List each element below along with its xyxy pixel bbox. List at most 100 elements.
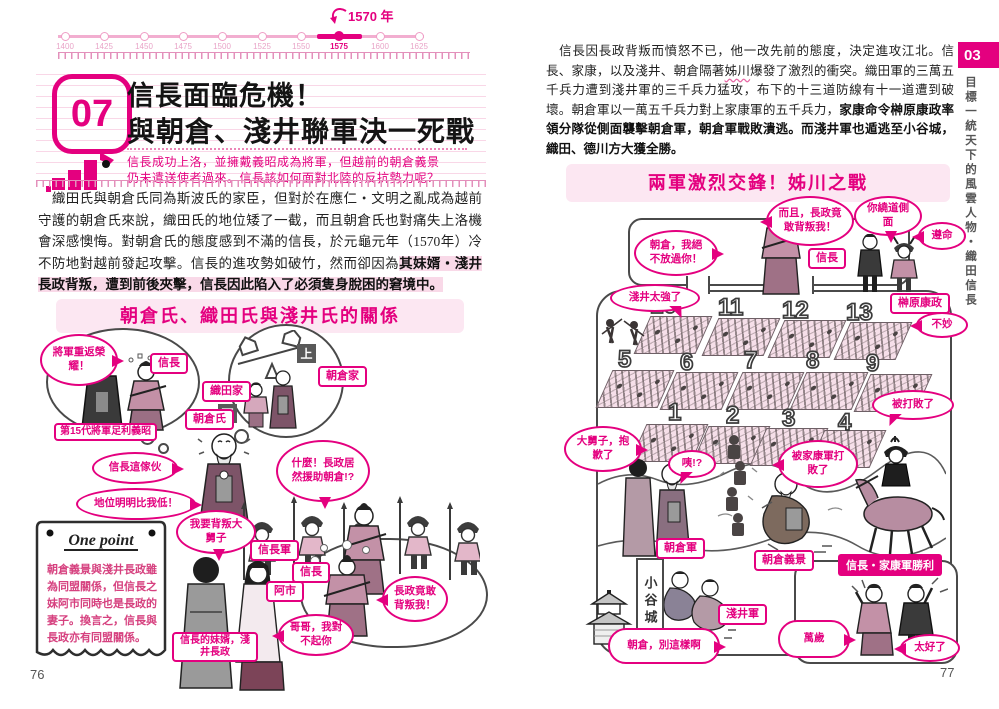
timeline-dot xyxy=(179,32,188,41)
bubble-text: 將軍重返榮耀！ xyxy=(52,346,106,372)
bubble-text: 太好了 xyxy=(914,641,946,654)
rage-bubble: 長政竟敢背叛我！ xyxy=(376,576,448,622)
defense-line-number: 12 xyxy=(781,296,809,325)
asakura-clan-label: 朝倉氏 xyxy=(185,409,234,431)
ruler-strip xyxy=(36,180,486,187)
lesson-title-line2: 與朝倉、淺井聯軍決一死戰 xyxy=(127,116,476,147)
bubble-text: 我要背叛大舅子 xyxy=(189,518,243,544)
bubble-text: 哥哥，我對不起你 xyxy=(289,621,343,647)
title-divider xyxy=(127,148,467,150)
bubble-text: 朝倉，我絕不放過你！ xyxy=(649,239,703,265)
yoshikage-monk-figure xyxy=(197,433,251,523)
left-page-number: 76 xyxy=(30,667,45,682)
timeline-year: 1550 xyxy=(292,42,310,51)
yoshiaki-label: 第15代將軍足利義昭 xyxy=(54,423,158,441)
timeline-year: 1475 xyxy=(174,42,192,51)
timeline-dot xyxy=(100,32,109,41)
status-bubble: 地位明明比我低！ xyxy=(76,488,202,520)
chapter-tab-title: 目標一統天下的風雲人物・織田信長 xyxy=(964,76,976,308)
odani-castle xyxy=(585,590,633,645)
bubble-text: 朝倉，別這樣啊 xyxy=(627,639,701,652)
steam-puff xyxy=(342,540,352,550)
timeline-dot xyxy=(140,32,149,41)
left-body-paragraph: 織田氏與朝倉氏同為斯波氏的家臣，但對於在應仁・文明之亂成為越前守護的朝倉氏來說，… xyxy=(38,188,483,296)
defense-line-number: 4 xyxy=(837,408,852,437)
what-nagamasa-bubble: 什麼！長政居然援助朝倉!? xyxy=(276,440,370,509)
nobunaga-army-label: 信長軍 xyxy=(250,540,299,562)
thought-dot xyxy=(234,429,249,444)
asakura-tall-figure xyxy=(269,370,297,429)
seesaw-icon xyxy=(237,330,305,379)
timeline-dot xyxy=(258,32,267,41)
bubble-text: 信長這傢伙 xyxy=(108,461,162,474)
body-text-emphasis: 家康命令榊原康政率領分隊從側面襲擊朝倉軍，朝倉軍戰敗潰逃。而淺井軍也遁逃至小谷城… xyxy=(546,102,954,156)
eh-bubble: 咦!? xyxy=(668,450,716,478)
dont-do-this-bubble: 朝倉，別這樣啊 xyxy=(608,628,726,664)
victory-label: 信長・家康軍勝利 xyxy=(838,554,942,576)
oda-family-label: 織田家 xyxy=(202,381,251,403)
one-point-text: 朝倉義景與淺井長政雖為同盟關係，但信長之妹阿市同時也是長政的妻子。換言之，信長與… xyxy=(47,564,157,644)
timeline-year: 1525 xyxy=(253,42,271,51)
banzai-bubble: 萬歲 xyxy=(778,620,856,658)
asakura-family-label: 朝倉家 xyxy=(318,366,367,388)
bubble-text: 地位明明比我低！ xyxy=(94,497,178,510)
body-text: 信長因長政背叛而憤怒不已，他一改先前的態度，決定進攻江北。信長、家康，以及淺井、… xyxy=(546,44,954,78)
defense-line-number: 7 xyxy=(743,346,758,375)
not-good-bubble: 不妙 xyxy=(910,312,968,338)
nobunaga-top-label: 信長 xyxy=(150,353,188,375)
azai-strong-bubble: 淺井太強了 xyxy=(610,284,700,312)
timeline-marker-arrow-icon xyxy=(330,8,347,24)
bubble-text: 咦!? xyxy=(681,457,703,470)
timeline-line xyxy=(58,35,424,38)
body-text-underlined: 姊川 xyxy=(724,63,751,78)
bubble-text: 長政竟敢背叛我！ xyxy=(394,585,436,611)
defense-line-number: 3 xyxy=(781,404,796,433)
up-tag: 上 xyxy=(297,344,316,363)
sorry-brother-bubble: 哥哥，我對不起你 xyxy=(272,614,354,656)
nagamasa-label: 信長的妹婿，淺井長政 xyxy=(172,632,258,662)
timeline-dot xyxy=(415,32,424,41)
ieyasu-cavalry-figure xyxy=(854,436,945,555)
timeline-dot xyxy=(297,32,306,41)
sakakibara-label: 榊原康政 xyxy=(890,293,950,315)
shogun-glory-bubble: 將軍重返榮耀！ xyxy=(40,334,124,386)
defense-line-number: 2 xyxy=(725,401,740,430)
defense-line-number: 5 xyxy=(617,345,632,374)
timeline-dot xyxy=(376,32,385,41)
one-point-note: One point 朝倉義景與淺井長政雖為同盟關係，但信長之妹阿市同時也是長政的… xyxy=(34,520,168,672)
beaten-by-ieyasu-bubble: 被家康軍打敗了 xyxy=(772,440,858,488)
bubble-text: 淺井太強了 xyxy=(628,291,682,304)
asakura-army-label: 朝倉軍 xyxy=(656,538,705,560)
azai-army-label: 淺井軍 xyxy=(718,604,767,626)
oda-small-figure xyxy=(243,382,269,428)
right-body-paragraph: 信長因長政背叛而憤怒不已，他一改先前的態度，決定進攻江北。信長、家康，以及淺井、… xyxy=(546,42,954,159)
celebrating-figures xyxy=(851,577,948,656)
great-bubble: 太好了 xyxy=(894,634,960,662)
defense-line-number: 1 xyxy=(667,398,682,427)
right-section-banner: 兩軍激烈交鋒！姊川之戰 xyxy=(566,164,950,202)
bubble-text: 不妙 xyxy=(931,318,953,331)
body-text: 織田氏與朝倉氏同為斯波氏的家臣，但對於在應仁・文明之亂成為越前守護的朝倉氏來說，… xyxy=(38,191,482,271)
bubble-text: 被家康軍打敗了 xyxy=(791,450,845,476)
that-guy-bubble: 信長這傢伙 xyxy=(92,452,184,484)
timeline-year: 1425 xyxy=(95,42,113,51)
timeline-dot xyxy=(61,32,70,41)
nobunaga-mid-label: 信長 xyxy=(292,562,330,584)
not-forgive-bubble: 朝倉，我絕不放過你！ xyxy=(634,230,724,276)
timeline-dot xyxy=(218,32,227,41)
nagamasa-oichi-figures xyxy=(179,557,285,691)
ieyasu-figure xyxy=(857,234,883,292)
chapter-tab-number: 03 xyxy=(958,42,999,68)
timeline-year: 1400 xyxy=(56,42,74,51)
bubble-text: 萬歲 xyxy=(803,632,825,645)
nobunaga-label: 信長 xyxy=(808,248,846,270)
ruler-strip xyxy=(58,52,470,59)
yoshikage-label: 朝倉義景 xyxy=(754,550,814,572)
bubble-text: 被打敗了 xyxy=(892,398,934,411)
obey-bubble: 遵命 xyxy=(912,222,966,250)
note-outline xyxy=(35,520,167,657)
one-point-heading: One point xyxy=(34,532,168,551)
body-text: 爆發了激烈的衝突。織田軍的三萬五千兵力遭到淺井軍的三千兵力猛攻，布下的十三道防線… xyxy=(546,63,954,117)
defense-line-number: 8 xyxy=(805,346,820,375)
